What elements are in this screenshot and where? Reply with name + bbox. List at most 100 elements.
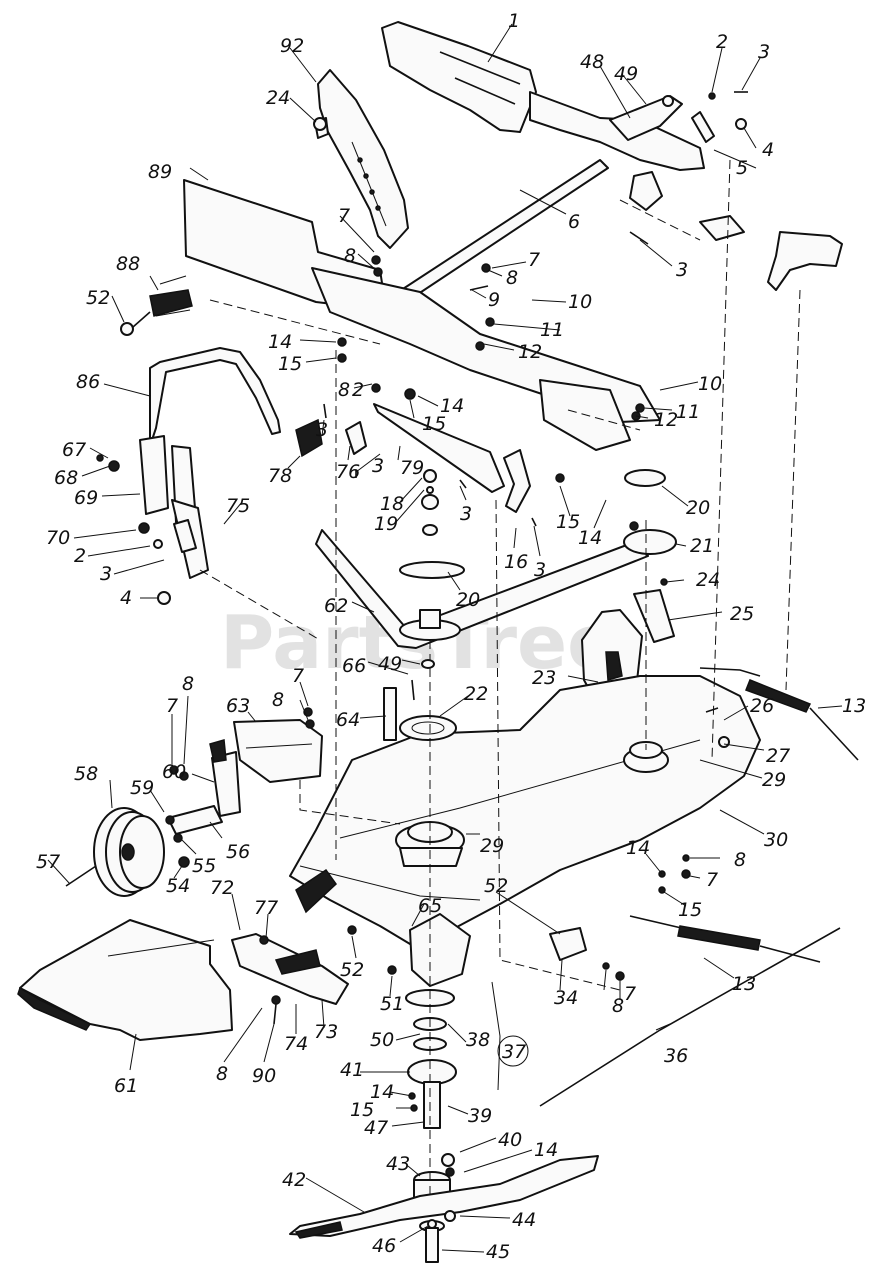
thrust-washer-part-22 <box>399 715 457 741</box>
callout-62: 62 <box>324 595 348 617</box>
callout-14: 14 <box>626 837 650 859</box>
callout-7: 7 <box>528 249 540 271</box>
rod-parts-76-78-79 <box>295 403 531 513</box>
callout-8: 8 <box>344 245 356 267</box>
callout-19: 19 <box>374 513 398 535</box>
callout-2: 2 <box>352 379 364 401</box>
callout-13: 13 <box>842 695 866 717</box>
callout-54: 54 <box>166 875 190 897</box>
callout-51: 51 <box>380 993 404 1015</box>
callout-21: 21 <box>690 535 714 557</box>
callout-52: 52 <box>340 959 364 981</box>
deck-baffle-part-65 <box>409 913 471 987</box>
callout-38: 38 <box>466 1029 490 1051</box>
cable-part-13-upper <box>699 667 859 761</box>
callout-7: 7 <box>706 869 718 891</box>
callout-15: 15 <box>422 413 446 435</box>
callout-47: 47 <box>364 1117 388 1139</box>
callout-34: 34 <box>554 987 578 1009</box>
callout-70: 70 <box>46 527 70 549</box>
callout-22: 22 <box>464 683 488 705</box>
callout-3: 3 <box>534 559 546 581</box>
callout-18: 18 <box>380 493 404 515</box>
callout-14: 14 <box>370 1081 394 1103</box>
callout-68: 68 <box>54 467 78 489</box>
leader-lines <box>47 23 843 1253</box>
callout-56: 56 <box>226 841 250 863</box>
callout-50: 50 <box>370 1029 394 1051</box>
callout-16: 16 <box>504 551 528 573</box>
callout-76: 76 <box>336 461 360 483</box>
callout-10: 10 <box>698 373 722 395</box>
callout-3: 3 <box>372 455 384 477</box>
callout-29: 29 <box>762 769 786 791</box>
callout-48: 48 <box>580 51 604 73</box>
callout-3: 3 <box>758 41 770 63</box>
callout-59: 59 <box>130 777 154 799</box>
callout-41: 41 <box>340 1059 364 1081</box>
callout-8: 8 <box>338 379 350 401</box>
tensioner-parts-59-60-56 <box>167 739 241 835</box>
callout-3: 3 <box>460 503 472 525</box>
callout-24: 24 <box>266 87 290 109</box>
callout-29: 29 <box>480 835 504 857</box>
callout-24: 24 <box>696 569 720 591</box>
callout-12: 12 <box>654 409 678 431</box>
callout-14: 14 <box>440 395 464 417</box>
callout-30: 30 <box>764 829 788 851</box>
callout-40: 40 <box>498 1129 522 1151</box>
callout-74: 74 <box>284 1033 308 1055</box>
callout-55: 55 <box>192 855 216 877</box>
callout-37-circle <box>497 1035 529 1067</box>
callout-52: 52 <box>86 287 110 309</box>
callout-79: 79 <box>400 457 424 479</box>
lift-lever-part-86 <box>139 347 281 579</box>
callout-36: 36 <box>664 1045 688 1067</box>
drive-pulley-part-58 <box>65 807 165 897</box>
callout-3: 3 <box>316 419 328 441</box>
callout-49: 49 <box>614 63 638 85</box>
callout-5: 5 <box>736 157 748 179</box>
callout-8: 8 <box>182 673 194 695</box>
callout-72: 72 <box>210 877 234 899</box>
spring-part-88 <box>120 275 193 336</box>
callout-61: 61 <box>114 1075 138 1097</box>
callout-7: 7 <box>624 983 636 1005</box>
spindle-pulley-part-29-center <box>395 821 465 867</box>
callout-58: 58 <box>74 763 98 785</box>
callout-37: 37 <box>502 1041 526 1063</box>
callout-43: 43 <box>386 1153 410 1175</box>
callout-73: 73 <box>314 1021 338 1043</box>
deflector-part-66 <box>295 868 337 914</box>
cross-rod-part-6 <box>385 159 609 311</box>
callout-4: 4 <box>120 587 132 609</box>
callout-11: 11 <box>540 319 564 341</box>
callout-66: 66 <box>342 655 366 677</box>
bracket-part-34 <box>549 927 587 961</box>
callout-39: 39 <box>468 1105 492 1127</box>
callout-49: 49 <box>378 653 402 675</box>
callout-15: 15 <box>350 1099 374 1121</box>
callout-57: 57 <box>36 851 60 873</box>
callout-8: 8 <box>734 849 746 871</box>
brace-part-36 <box>539 927 841 1107</box>
height-quadrant-part-92 <box>314 69 409 249</box>
callout-2: 2 <box>74 545 86 567</box>
callout-8: 8 <box>506 267 518 289</box>
callout-69: 69 <box>74 487 98 509</box>
callout-4: 4 <box>762 139 774 161</box>
callout-52: 52 <box>484 875 508 897</box>
callout-14: 14 <box>534 1139 558 1161</box>
callout-14: 14 <box>268 331 292 353</box>
callout-67: 67 <box>62 439 86 461</box>
callout-88: 88 <box>116 253 140 275</box>
callout-15: 15 <box>556 511 580 533</box>
callout-15: 15 <box>278 353 302 375</box>
callout-7: 7 <box>338 205 350 227</box>
callout-8: 8 <box>216 1063 228 1085</box>
callout-27: 27 <box>766 745 790 767</box>
callout-60: 60 <box>162 761 186 783</box>
callout-3: 3 <box>676 259 688 281</box>
callouts: 1 2 3 48 49 3 4 5 92 24 89 6 7 8 7 8 9 1… <box>36 10 866 1263</box>
deck-hanger-bracket-part-1 <box>381 21 705 171</box>
